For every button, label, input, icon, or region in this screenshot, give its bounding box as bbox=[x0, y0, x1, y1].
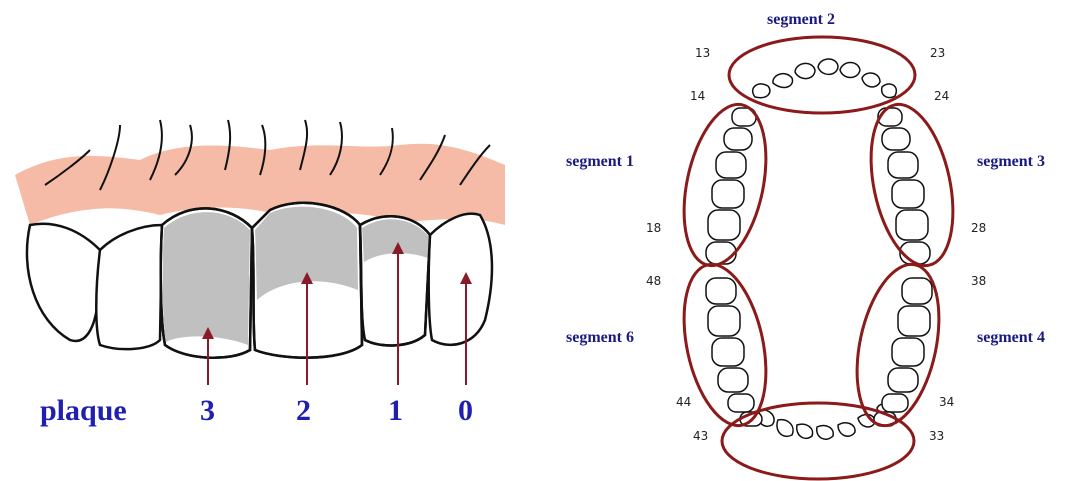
tooth-number-34: 34 bbox=[939, 395, 954, 409]
molar-stack-segment-6 bbox=[706, 278, 762, 426]
segment-map-figure: segment 2 segment 1 segment 3 segment 6 … bbox=[566, 11, 1045, 479]
tooth-number-13: 13 bbox=[695, 46, 710, 60]
tooth-number-48: 48 bbox=[646, 274, 661, 288]
gum-band bbox=[15, 144, 505, 225]
score-3-label: 3 bbox=[200, 394, 215, 427]
plaque-caption: plaque bbox=[40, 394, 127, 427]
tooth-number-38: 38 bbox=[971, 274, 986, 288]
tooth-number-44: 44 bbox=[676, 395, 691, 409]
segment-1-label: segment 1 bbox=[566, 153, 634, 170]
segment-4-label: segment 4 bbox=[977, 329, 1045, 346]
upper-front-teeth bbox=[753, 59, 897, 98]
plaque-score-3 bbox=[163, 212, 250, 345]
tooth-score-0 bbox=[429, 214, 492, 345]
molar-stack-segment-3 bbox=[878, 108, 930, 264]
tooth-number-23: 23 bbox=[930, 46, 945, 60]
tooth-canine-left bbox=[27, 224, 100, 341]
tooth-lateral-left bbox=[96, 225, 162, 349]
molar-stack-segment-1 bbox=[706, 108, 756, 264]
score-1-label: 1 bbox=[388, 394, 403, 427]
segment-5-ellipse bbox=[722, 403, 914, 479]
score-0-label: 0 bbox=[458, 394, 473, 427]
segment-2-label: segment 2 bbox=[767, 11, 835, 28]
molar-stack-segment-4 bbox=[874, 278, 932, 426]
tooth-number-43: 43 bbox=[693, 429, 708, 443]
score-2-label: 2 bbox=[296, 394, 311, 427]
tooth-number-28: 28 bbox=[971, 221, 986, 235]
tooth-number-18: 18 bbox=[646, 221, 661, 235]
segment-6-label: segment 6 bbox=[566, 329, 634, 346]
segment-2-ellipse bbox=[729, 37, 915, 113]
tooth-number-33: 33 bbox=[929, 429, 944, 443]
plaque-index-figure: plaque 3 2 1 0 bbox=[15, 120, 505, 427]
segment-3-label: segment 3 bbox=[977, 153, 1045, 170]
tooth-number-24: 24 bbox=[934, 89, 949, 103]
tooth-number-14: 14 bbox=[690, 89, 705, 103]
